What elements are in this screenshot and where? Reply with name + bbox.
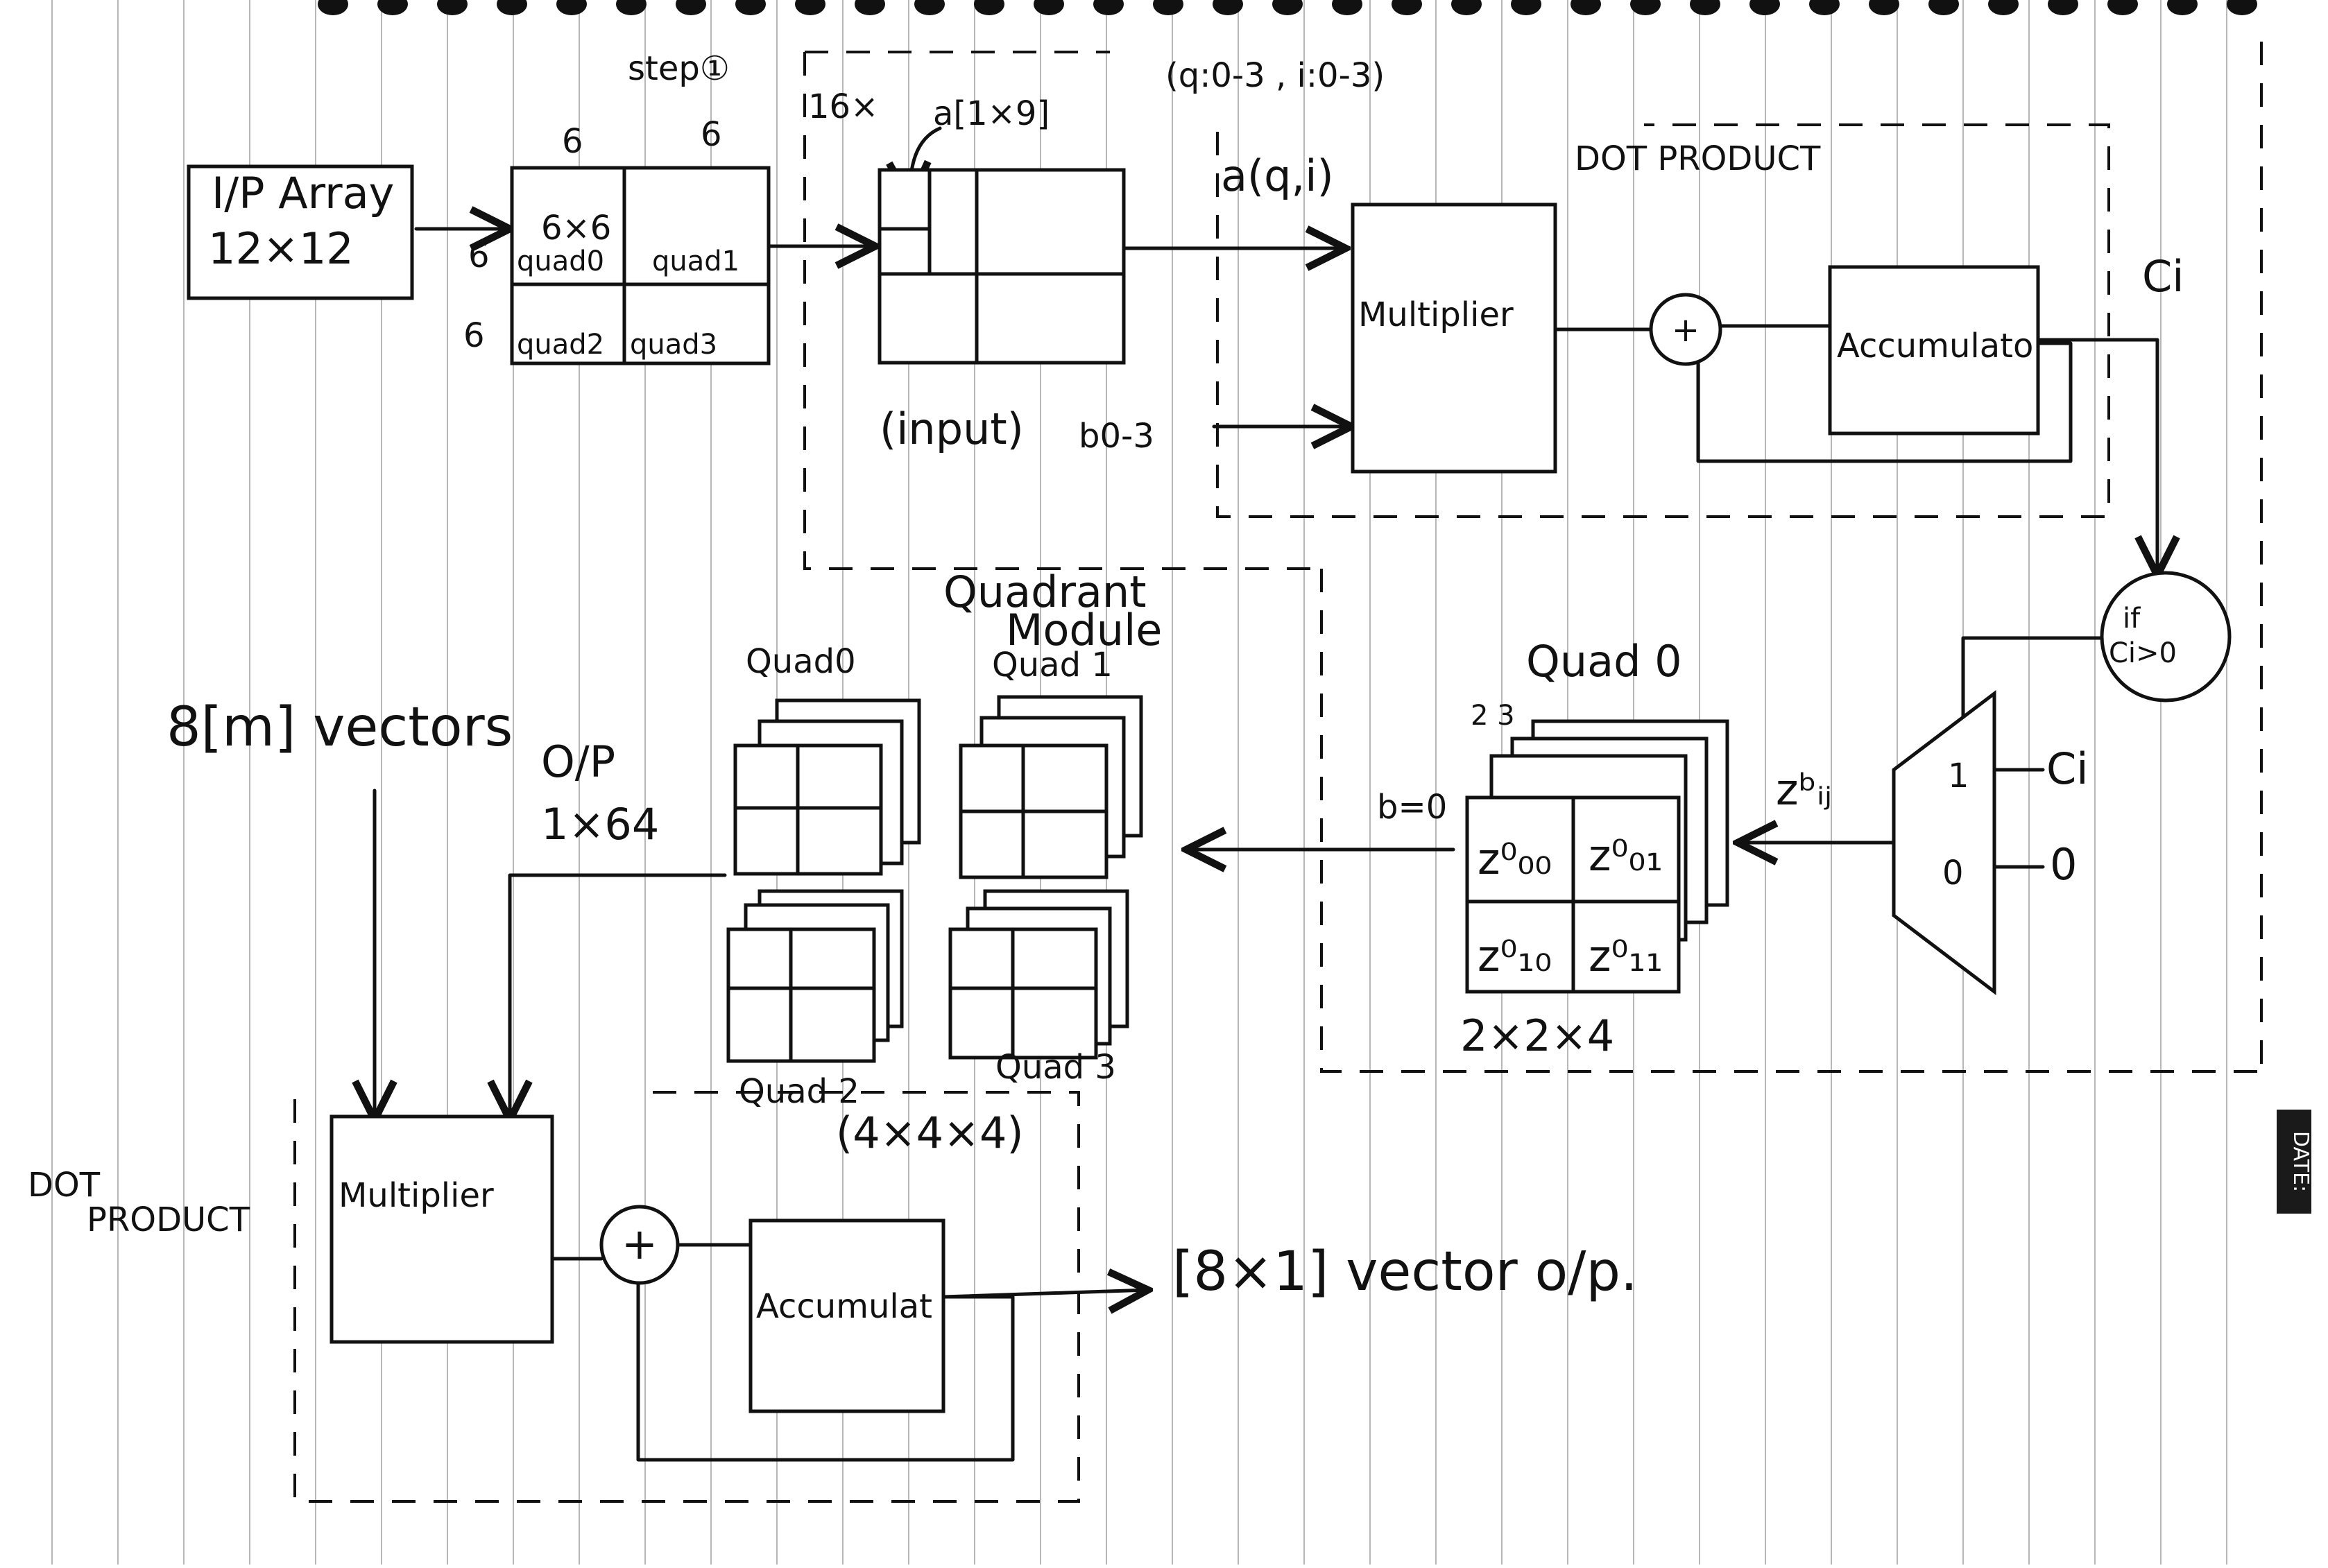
spiral-hole	[974, 0, 1004, 15]
dot-product-top-label: DOT PRODUCT	[1575, 139, 1821, 178]
top-adder-plus: +	[1672, 311, 1700, 350]
spiral-hole	[795, 0, 825, 15]
spiral-hole	[437, 0, 468, 15]
top-accumulator-label: Accumulator	[1837, 327, 2047, 365]
quad1-label: quad1	[652, 245, 739, 277]
spiral-hole	[1034, 0, 1064, 15]
ci-output-label: Ci	[2142, 251, 2184, 302]
bottom-accumulator-label: Accumulat	[756, 1287, 932, 1326]
spiral-binding	[318, 0, 2257, 15]
input-array-label: I/P Array	[212, 168, 394, 218]
quad2-label: quad2	[517, 329, 604, 361]
six-left-b: 6	[463, 316, 485, 355]
mux-zero-label: 0	[2050, 839, 2077, 890]
m-vectors-label: 8[m] vectors	[166, 696, 513, 759]
spiral-hole	[2048, 0, 2078, 15]
quad0-stack-label: Quad 0	[1526, 636, 1682, 687]
spiral-hole	[2167, 0, 2198, 15]
stack-index-label: 2 3	[1471, 700, 1515, 732]
six-top-a: 6	[562, 122, 583, 161]
spiral-hole	[1392, 0, 1422, 15]
q-range-label: (q:0-3 , i:0-3)	[1165, 56, 1385, 95]
input-label: (input)	[880, 404, 1024, 454]
spiral-hole	[1630, 0, 1661, 15]
spiral-hole	[1451, 0, 1482, 15]
six-top-b: 6	[701, 115, 722, 154]
output-label: O/P	[541, 736, 615, 787]
a-count-label: 16×	[808, 87, 878, 126]
spiral-hole	[855, 0, 885, 15]
vector-output-label: [8×1] vector o/p.	[1172, 1241, 1638, 1303]
bottom-adder-plus: +	[622, 1218, 658, 1269]
dim-2x2x4-label: 2×2×4	[1460, 1010, 1614, 1061]
dim-4x4x4-label: (4×4×4)	[836, 1108, 1024, 1158]
input-array-size: 12×12	[208, 223, 354, 274]
top-multiplier-label: Multiplier	[1358, 295, 1514, 334]
spiral-hole	[1570, 0, 1601, 15]
comparator-if: if	[2123, 603, 2141, 635]
spiral-hole	[735, 0, 766, 15]
mux-selector	[1894, 693, 1994, 992]
bottom-multiplier-box	[332, 1117, 552, 1342]
spiral-hole	[2227, 0, 2257, 15]
spiral-hole	[1809, 0, 1840, 15]
output-to-multiplier-arrow	[510, 875, 725, 1120]
quad0-label: quad0	[517, 245, 604, 277]
spiral-hole	[318, 0, 348, 15]
spiral-hole	[1749, 0, 1780, 15]
accum-to-comparator	[2038, 340, 2157, 576]
spiral-hole	[1988, 0, 2019, 15]
b-range-label: b0-3	[1079, 417, 1154, 456]
top-multiplier-box	[1353, 205, 1555, 472]
qm-quad1-label: Quad 1	[992, 646, 1113, 684]
spiral-hole	[556, 0, 587, 15]
bottom-multiplier-label: Multiplier	[339, 1176, 494, 1215]
z11-cell: z⁰₁₁	[1589, 931, 1663, 981]
spiral-hole	[1690, 0, 1720, 15]
qm-quad2-front	[728, 929, 874, 1061]
a-qi-label: a(q,i)	[1221, 150, 1334, 201]
spiral-hole	[1869, 0, 1899, 15]
b-zero-label: b=0	[1377, 788, 1447, 827]
mux-ci-label: Ci	[2046, 743, 2089, 794]
comparator-condition: Ci>0	[2109, 637, 2177, 669]
spiral-hole	[1093, 0, 1124, 15]
spiral-hole	[616, 0, 647, 15]
output-size-label: 1×64	[541, 799, 659, 850]
spiral-hole	[1332, 0, 1362, 15]
spiral-hole	[1272, 0, 1303, 15]
z00-cell: z⁰₀₀	[1478, 834, 1552, 884]
mux-input-1: 1	[1948, 757, 1969, 795]
spiral-hole	[1928, 0, 1959, 15]
z10-cell: z⁰₁₀	[1478, 931, 1552, 981]
date-tab-label: DATE:	[2288, 1131, 2313, 1192]
spiral-hole	[676, 0, 706, 15]
a-vector-label: a[1×9]	[933, 94, 1050, 133]
z01-cell: z⁰₀₁	[1589, 830, 1663, 881]
dot-label-bottom: DOT	[28, 1166, 101, 1205]
spiral-hole	[2107, 0, 2138, 15]
spiral-hole	[1511, 0, 1541, 15]
six-left-a: 6	[468, 236, 490, 275]
qm-quad3-label: Quad 3	[995, 1048, 1116, 1087]
input-grid	[880, 170, 1124, 363]
ci-comparator	[2102, 573, 2229, 700]
spiral-hole	[497, 0, 527, 15]
spiral-hole	[1153, 0, 1183, 15]
spiral-hole	[914, 0, 945, 15]
mux-input-0: 0	[1942, 854, 1964, 893]
z-ij-label: zᵇᵢⱼ	[1776, 764, 1832, 815]
product-label-bottom: PRODUCT	[87, 1200, 250, 1239]
quad-6x6-label: 6×6	[541, 209, 611, 248]
step-label: step①	[628, 49, 730, 88]
qm-quad3-front	[950, 929, 1096, 1058]
quad3-label: quad3	[630, 329, 717, 361]
qm-quad0-label: Quad0	[746, 642, 856, 681]
